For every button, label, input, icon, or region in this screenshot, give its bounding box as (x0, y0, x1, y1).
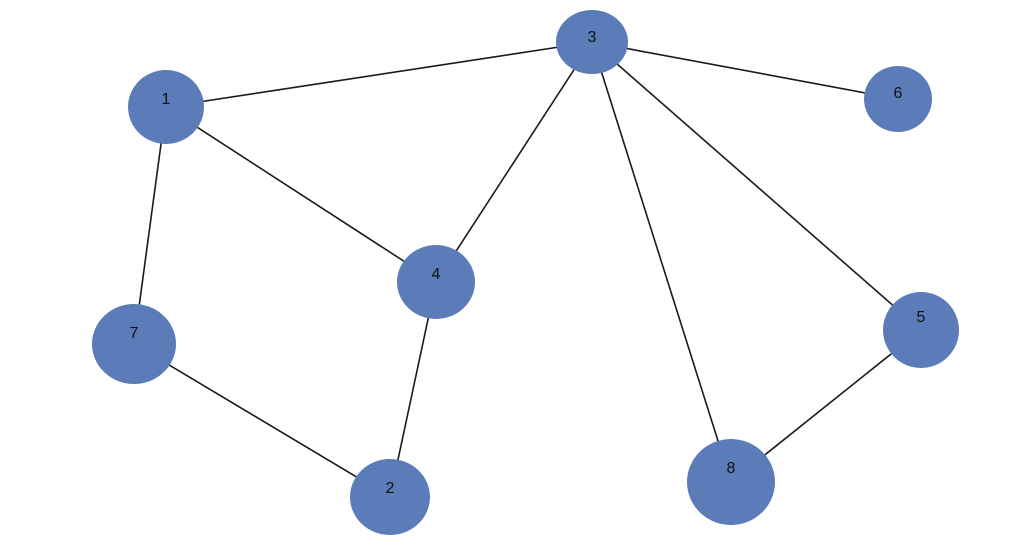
node-label-2: 2 (386, 480, 395, 497)
node-circle-6 (864, 66, 932, 132)
node-circle-4 (397, 245, 475, 319)
node-1: 1 (128, 70, 204, 144)
edges-layer (133, 41, 922, 498)
node-8: 8 (687, 439, 775, 525)
node-label-5: 5 (917, 309, 926, 326)
edge-7-2 (133, 343, 391, 498)
edge-1-4 (165, 106, 437, 283)
nodes-layer: 1 2 3 4 5 6 7 8 (92, 10, 959, 535)
node-label-1: 1 (162, 91, 171, 108)
node-7: 7 (92, 304, 176, 384)
node-circle-7 (92, 304, 176, 384)
node-4: 4 (397, 245, 475, 319)
node-circle-8 (687, 439, 775, 525)
node-circle-2 (350, 459, 430, 535)
node-circle-5 (883, 292, 959, 368)
node-label-4: 4 (432, 266, 441, 283)
node-label-7: 7 (130, 325, 139, 342)
edge-3-5 (591, 41, 922, 331)
node-5: 5 (883, 292, 959, 368)
node-label-6: 6 (894, 85, 903, 102)
edge-3-4 (435, 41, 593, 283)
node-2: 2 (350, 459, 430, 535)
node-circle-3 (556, 10, 628, 74)
edge-1-3 (165, 41, 593, 108)
node-circle-1 (128, 70, 204, 144)
node-3: 3 (556, 10, 628, 74)
node-6: 6 (864, 66, 932, 132)
edge-3-8 (591, 41, 732, 483)
edge-3-6 (591, 41, 899, 100)
node-label-8: 8 (727, 460, 736, 477)
node-label-3: 3 (588, 29, 597, 46)
